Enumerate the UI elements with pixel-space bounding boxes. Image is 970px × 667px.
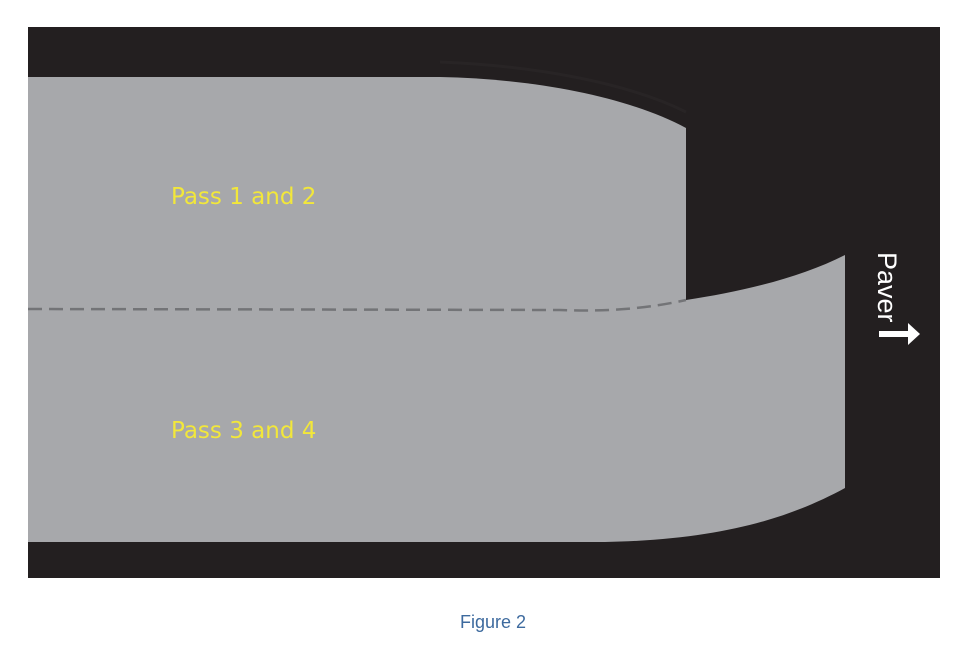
figure-caption: Figure 2 [459, 612, 527, 632]
paver-direction-indicator: Paver [868, 252, 920, 345]
upper-edge-shadow [439, 60, 687, 114]
longitudinal-joint-dashed-line [27, 298, 687, 312]
paver-label: Paver [872, 252, 902, 323]
lower-pass-region [28, 255, 845, 542]
lower-pass-label: Pass 3 and 4 [171, 418, 317, 444]
upper-pass-label: Pass 1 and 2 [171, 184, 317, 210]
arrow-right-icon [879, 323, 920, 345]
upper-pass-region [28, 77, 686, 302]
